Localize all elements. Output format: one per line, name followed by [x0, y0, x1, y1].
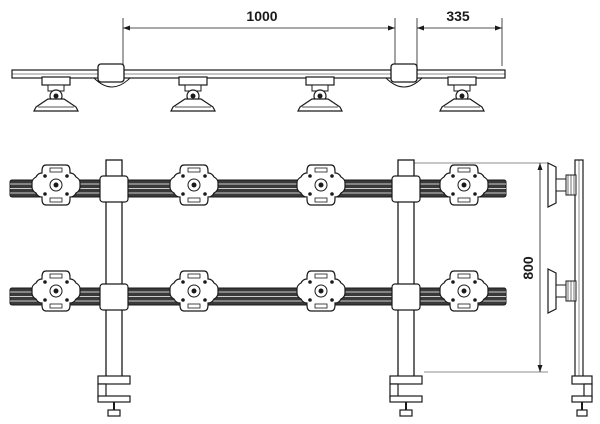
- side-view: [547, 159, 593, 417]
- dimension-overhang: 335: [416, 8, 503, 66]
- upper-crossbar: [9, 179, 507, 198]
- top-view: 1000 335: [11, 8, 506, 112]
- lower-crossbar: [9, 287, 507, 306]
- pole-right: [389, 159, 423, 417]
- top-view-mount-3: [297, 76, 343, 112]
- top-view-mount-4: [439, 76, 485, 112]
- side-view-mount-upper: [547, 162, 577, 208]
- dimension-label-bar-span: 1000: [246, 8, 277, 24]
- pole-left: [97, 159, 131, 417]
- vesa-plate-upper-3: [296, 164, 346, 206]
- side-view-clamp: [571, 375, 593, 417]
- top-view-mount-1: [33, 76, 79, 112]
- vesa-plate-upper-2: [169, 164, 219, 206]
- dimension-label-height: 800: [520, 256, 536, 280]
- side-view-mount-lower: [547, 268, 577, 314]
- top-view-mount-2: [170, 76, 216, 112]
- dimension-height: 800: [414, 162, 548, 373]
- vesa-plate-upper-1: [31, 164, 81, 206]
- vesa-plate-upper-4: [439, 164, 489, 206]
- dimension-bar-span: 1000: [122, 8, 396, 66]
- front-view: 800: [9, 159, 548, 417]
- dimension-label-overhang: 335: [446, 8, 470, 24]
- crossbar-top-view: [11, 63, 506, 88]
